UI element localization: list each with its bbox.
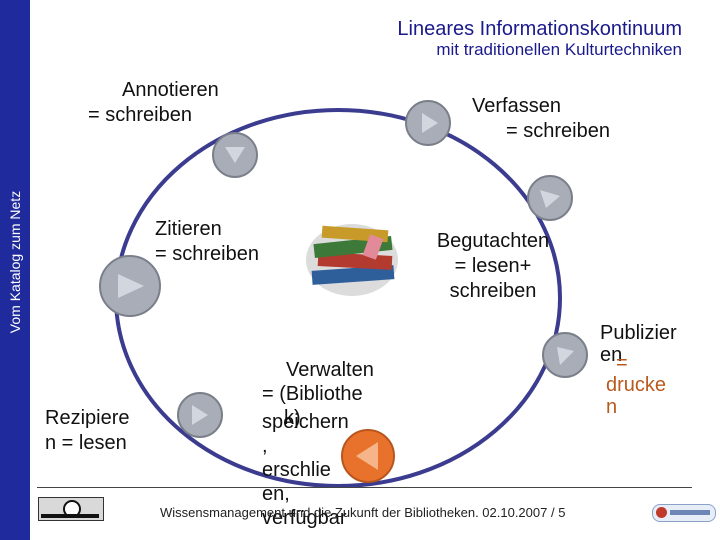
label-zitieren: Zitieren = schreiben <box>155 217 295 267</box>
step-button-publizieren[interactable] <box>542 332 588 378</box>
slide-subtitle: mit traditionellen Kulturtechniken <box>436 40 682 59</box>
label-verfassen-line1: Verfassen <box>472 95 561 117</box>
label-zitieren-line2: = schreiben <box>155 243 259 265</box>
footer-text: Wissensmanagement und die Zukunft der Bi… <box>160 505 566 520</box>
footer-divider <box>37 487 692 488</box>
books-icon <box>306 224 398 296</box>
label-annotieren-line1: Annotieren <box>122 79 219 101</box>
label-verwalten-line1: Verwalten <box>286 359 374 381</box>
label-begutachten: Begutachten = lesen+ schreiben <box>418 229 568 304</box>
label-rezipieren-line2: n = lesen <box>45 432 127 454</box>
label-verwalten-line7: en, <box>262 483 290 505</box>
label-publizieren-line2: en <box>600 344 623 366</box>
label-publizieren-line1: Publizier <box>600 322 677 344</box>
label-annotieren-line2: = schreiben <box>88 104 192 126</box>
sidebar: Vom Katalog zum Netz <box>0 0 30 540</box>
creative-commons-logo <box>38 497 104 521</box>
label-zitieren-line1: Zitieren <box>155 218 222 240</box>
label-publizieren-line5: n <box>606 396 618 418</box>
label-verfassen-line2: = schreiben <box>506 120 610 142</box>
step-button-verfassen[interactable] <box>405 100 451 146</box>
label-verwalten-line8: verfügbar <box>262 507 347 529</box>
label-begutachten-line3: schreiben <box>449 280 537 302</box>
step-button-verwalten-active[interactable] <box>341 429 395 483</box>
label-verwalten: Verwalten = (Bibliothe k) speichern , er… <box>262 358 402 530</box>
label-verwalten-line3: k) <box>284 407 301 429</box>
step-button-rezipieren[interactable] <box>177 392 223 438</box>
label-begutachten-line2: = lesen+ <box>454 255 532 277</box>
label-annotieren: Annotieren = schreiben <box>82 78 282 128</box>
label-publizieren-line4: drucke <box>606 374 667 396</box>
label-publizieren-line3: = <box>616 352 628 374</box>
step-button-annotieren[interactable] <box>212 132 258 178</box>
step-button-begutachten[interactable] <box>527 175 573 221</box>
label-verwalten-line5: , <box>262 435 268 457</box>
label-rezipieren-line1: Rezipiere <box>45 407 130 429</box>
label-publizieren: Publizier en = drucke n <box>600 322 700 418</box>
label-verwalten-line2: = (Bibliothe <box>262 383 363 405</box>
label-verwalten-line4: speichern <box>262 411 349 433</box>
bibliothek-office-logo <box>652 504 716 522</box>
label-rezipieren: Rezipiere n = lesen <box>45 406 165 456</box>
label-verfassen: Verfassen = schreiben <box>460 94 640 144</box>
label-begutachten-line1: Begutachten <box>436 230 550 252</box>
step-button-zitieren-left[interactable] <box>99 255 161 317</box>
slide-title: Lineares Informationskontinuum <box>397 18 682 40</box>
label-verwalten-line6: erschlie <box>262 459 331 481</box>
